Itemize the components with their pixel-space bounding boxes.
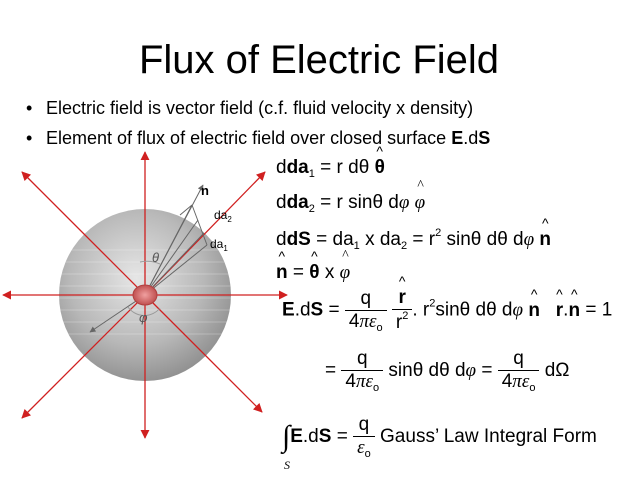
eq-da2: dda2 = r sinθ dφ φ <box>276 178 425 215</box>
label-da2: da2 <box>214 208 232 224</box>
field-lines <box>2 151 288 439</box>
label-da1: da1 <box>210 237 228 253</box>
bullet-1: • Electric field is vector field (c.f. fl… <box>26 98 473 119</box>
slide-title: Flux of Electric Field <box>138 38 500 82</box>
gauss-law-label: Gauss’ Law Integral Form <box>380 426 597 448</box>
integral-surface-S: S <box>284 458 290 472</box>
bullet-2-S: S <box>478 128 491 148</box>
bullet-2-E: E <box>451 128 464 148</box>
bullet-dot-icon: • <box>26 98 33 118</box>
eq-n: n = θ x φ <box>276 248 350 284</box>
bullet-1-text: Electric field is vector field (c.f. flu… <box>46 98 474 118</box>
bullet-dot-icon: • <box>26 128 33 148</box>
bullet-2-d: .d <box>463 128 479 148</box>
label-n: n <box>201 183 209 198</box>
bullet-2: • Element of flux of electric field over … <box>26 128 490 149</box>
label-theta: θ <box>152 250 159 265</box>
label-phi: φ <box>139 310 148 325</box>
bullet-2-text: Element of flux of electric field over c… <box>46 128 452 148</box>
eq-dS: ddS = da1 x da2 = r2 sinθ dθ dφ n <box>276 215 551 252</box>
eq-da1: dda1 = r dθ θ <box>276 143 385 180</box>
center-charge <box>132 284 158 306</box>
